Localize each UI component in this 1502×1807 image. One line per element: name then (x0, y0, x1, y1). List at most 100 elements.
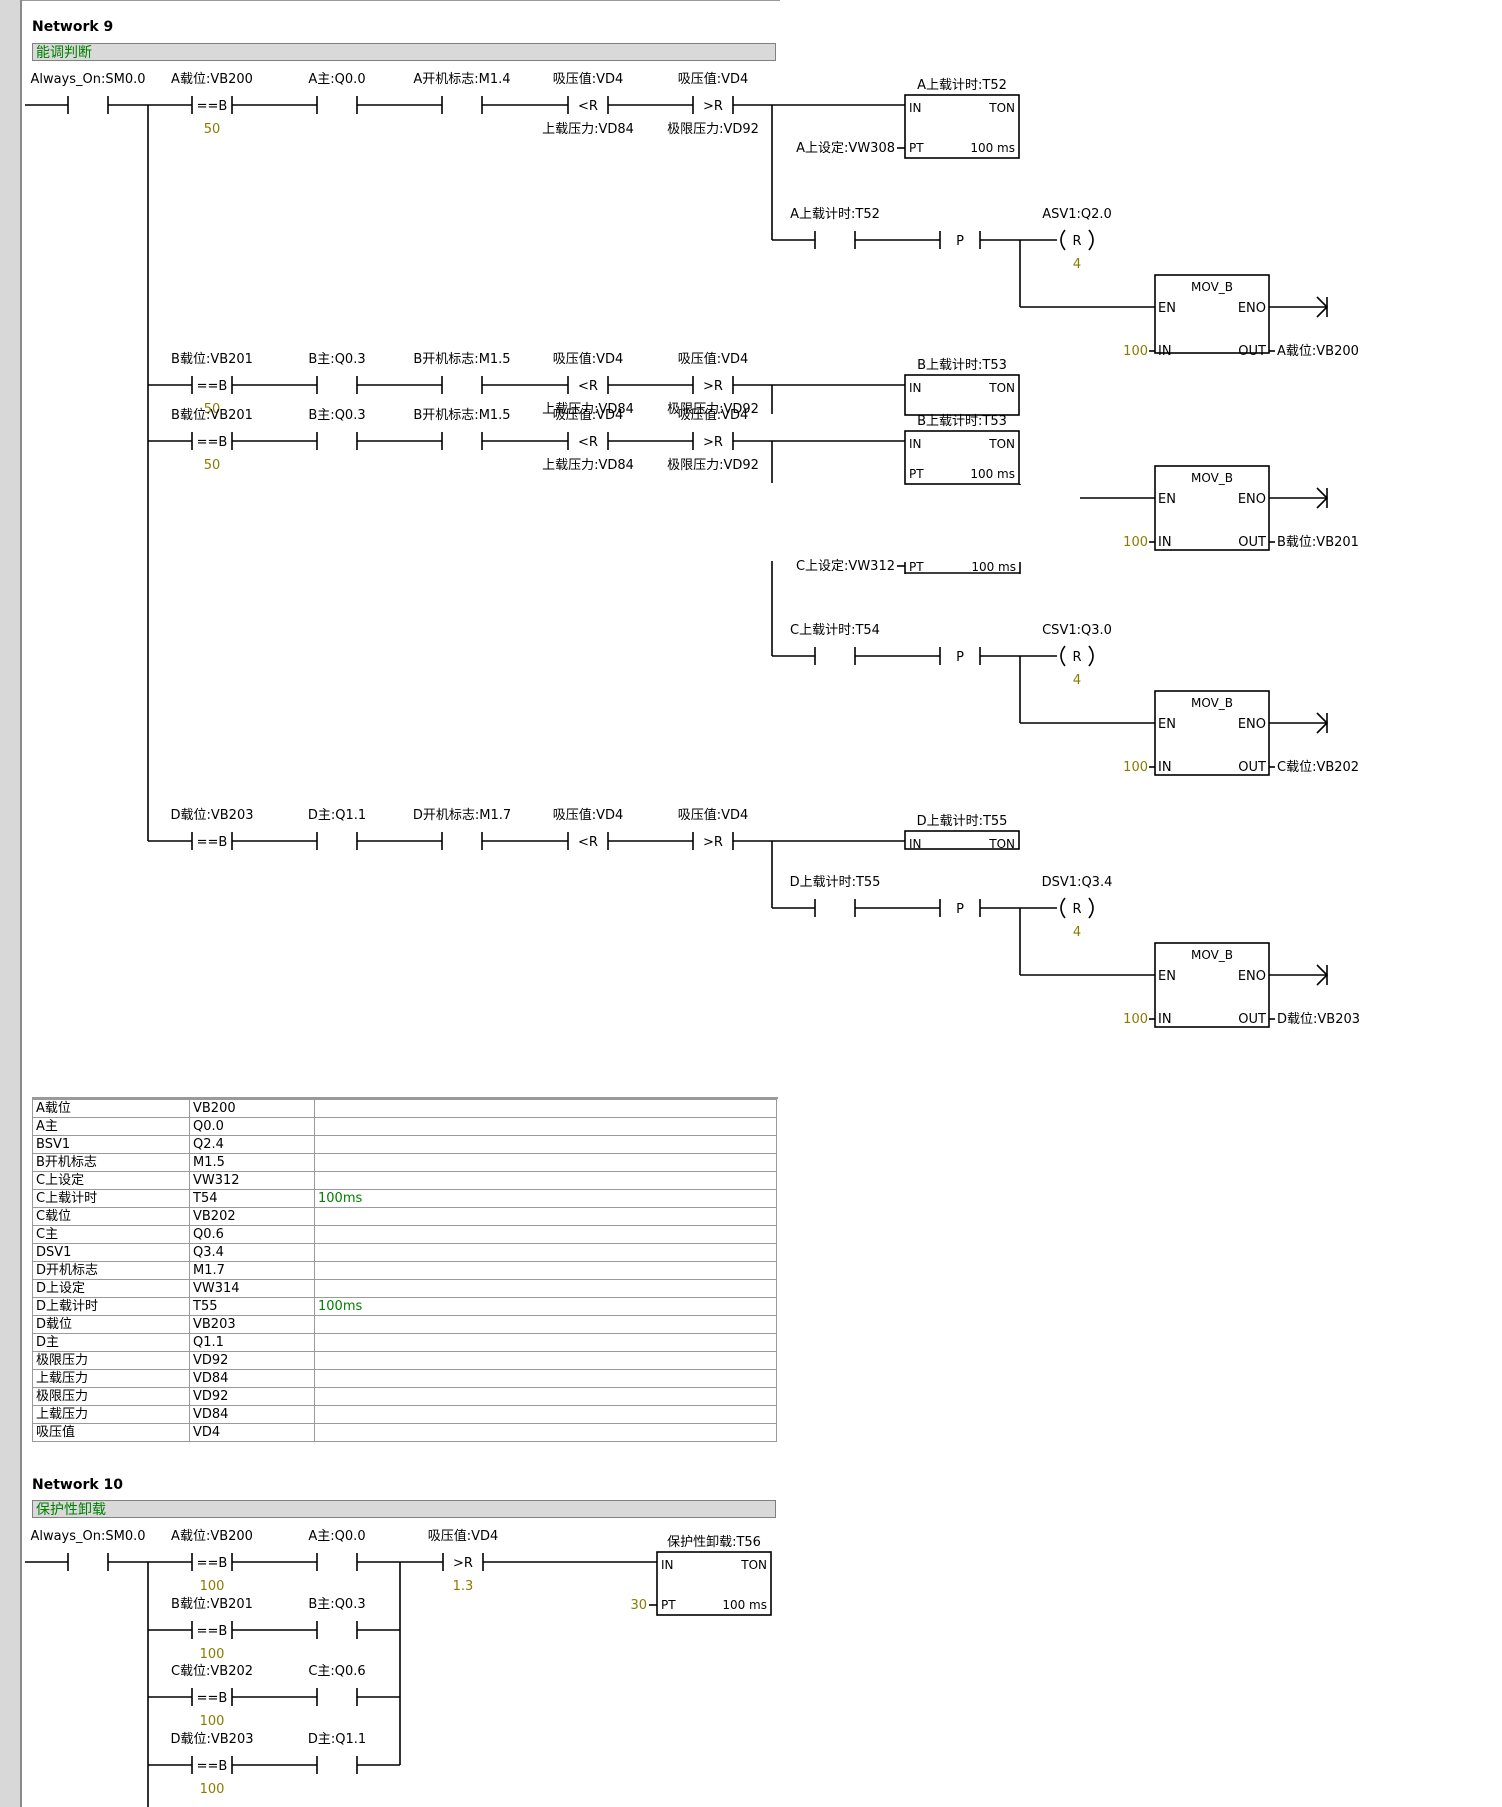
n10-row2-main-contact-label[interactable]: C主:Q0.6 (308, 1664, 365, 1679)
coil-csv1-count[interactable]: 4 (1073, 673, 1081, 688)
network9-title[interactable]: Network 9 (32, 19, 114, 35)
coil-csv1-address[interactable]: CSV1:Q3.0 (1042, 623, 1112, 638)
rowA-gt-compare-bottom-label[interactable]: 极限压力:VD92 (667, 122, 759, 137)
timer-b1-box[interactable] (904, 374, 1020, 416)
timer-c-contact-label[interactable]: C上载计时:T54 (790, 623, 880, 638)
coil-dsv1-address[interactable]: DSV1:Q3.4 (1042, 875, 1113, 890)
rowB2-lt-compare-operator[interactable]: <R (578, 435, 598, 450)
symbol-comment-cell[interactable] (314, 1423, 777, 1442)
timer-protect-name[interactable]: 保护性卸载:T56 (667, 1534, 761, 1550)
n10-row0-compare-operator[interactable]: ==B (197, 1556, 228, 1571)
rowB1-flag-contact-label[interactable]: B开机标志:M1.5 (413, 352, 510, 367)
mov-d-out-value[interactable]: D载位:VB203 (1277, 1012, 1360, 1027)
mov-b-out-value[interactable]: B载位:VB201 (1277, 535, 1359, 550)
symbol-name-cell[interactable]: 吸压值 (32, 1423, 190, 1442)
rowA-compare-bottom-label[interactable]: 50 (204, 122, 221, 137)
rowD-lt-compare-operator[interactable]: <R (578, 835, 598, 850)
n10-row2-compare-top-label[interactable]: C载位:VB202 (171, 1664, 253, 1679)
timer-d-name[interactable]: D上载计时:T55 (917, 814, 1008, 829)
always-on-contact-label[interactable]: Always_On:SM0.0 (30, 72, 145, 87)
rowB1-lt-compare-top-label[interactable]: 吸压值:VD4 (553, 351, 624, 367)
n10-row2-compare-bottom-label[interactable]: 100 (200, 1714, 225, 1729)
n10-row1-main-contact-label[interactable]: B主:Q0.3 (308, 1597, 365, 1612)
symbol-address-cell[interactable]: VB203 (189, 1315, 315, 1334)
rowA-lt-compare-operator[interactable]: <R (578, 99, 598, 114)
timer-a-pt-value[interactable]: A上设定:VW308 (796, 141, 895, 156)
timer-protect-pt-value[interactable]: 30 (630, 1598, 647, 1613)
rowD-main-contact-label[interactable]: D主:Q1.1 (308, 808, 366, 823)
timer-d-contact-label[interactable]: D上载计时:T55 (790, 875, 881, 890)
symbol-name-cell[interactable]: D载位 (32, 1315, 190, 1334)
timer-a-contact-label[interactable]: A上载计时:T52 (790, 207, 880, 222)
rowB1-lt-compare-bottom-label[interactable]: 上载压力:VD84 (542, 402, 634, 417)
n10-row1-compare-bottom-label[interactable]: 100 (200, 1647, 225, 1662)
mov-b-in-value[interactable]: 100 (1123, 535, 1148, 550)
rowA-gt-compare-operator[interactable]: >R (703, 99, 723, 114)
symbol-name-cell[interactable]: 上载压力 (32, 1405, 190, 1424)
rowB2-lt-compare-top-label[interactable]: 吸压值:VD4 (553, 407, 624, 423)
rowA-flag-contact-label[interactable]: A开机标志:M1.4 (413, 72, 510, 87)
rowB2-compare-operator[interactable]: ==B (197, 435, 228, 450)
coil-dsv1-count[interactable]: 4 (1073, 925, 1081, 940)
rowA-main-contact-label[interactable]: A主:Q0.0 (308, 72, 365, 87)
rowB1-compare-top-label[interactable]: B载位:VB201 (171, 352, 253, 367)
symbol-address-cell[interactable]: VW314 (189, 1279, 315, 1298)
rowB2-compare-bottom-label[interactable]: 50 (204, 458, 221, 473)
pos-edge-d-p-label[interactable]: P (956, 902, 964, 917)
coil-asv1-op[interactable]: R (1072, 234, 1081, 249)
network9-comment[interactable]: 能调判断 (32, 43, 776, 61)
symbol-address-cell[interactable]: M1.7 (189, 1261, 315, 1280)
symbol-address-cell[interactable]: VD4 (189, 1423, 315, 1442)
rowA-gt-compare-top-label[interactable]: 吸压值:VD4 (678, 71, 749, 87)
rowB2-gt-compare-top-label[interactable]: 吸压值:VD4 (678, 407, 749, 423)
rowB2-lt-compare-bottom-label[interactable]: 上载压力:VD84 (542, 458, 634, 473)
timer-a-box[interactable] (904, 94, 1020, 159)
n10-row0-main-contact-label[interactable]: A主:Q0.0 (308, 1529, 365, 1544)
n10-row0-compare-top-label[interactable]: A载位:VB200 (171, 1529, 253, 1544)
rowA-lt-compare-top-label[interactable]: 吸压值:VD4 (553, 71, 624, 87)
rowB1-compare-operator[interactable]: ==B (197, 379, 228, 394)
rowA-compare-top-label[interactable]: A载位:VB200 (171, 72, 253, 87)
rowD-gt-compare-operator[interactable]: >R (703, 835, 723, 850)
n10-row3-compare-bottom-label[interactable]: 100 (200, 1782, 225, 1797)
rowB1-gt-compare-bottom-label[interactable]: 极限压力:VD92 (667, 402, 759, 417)
network10-comment[interactable]: 保护性卸载 (32, 1500, 776, 1518)
rowB1-lt-compare-operator[interactable]: <R (578, 379, 598, 394)
rowD-compare-operator[interactable]: ==B (197, 835, 228, 850)
mov-c-in-value[interactable]: 100 (1123, 760, 1148, 775)
symbol-name-cell[interactable]: DSV1 (32, 1243, 190, 1262)
n10-row1-compare-top-label[interactable]: B载位:VB201 (171, 1597, 253, 1612)
rowB2-gt-compare-bottom-label[interactable]: 极限压力:VD92 (667, 458, 759, 473)
n10-gt-compare-bottom-label[interactable]: 1.3 (453, 1579, 474, 1594)
symbol-name-cell[interactable]: 极限压力 (32, 1387, 190, 1406)
rowB1-gt-compare-operator[interactable]: >R (703, 379, 723, 394)
mov-b-box[interactable] (1154, 465, 1270, 551)
pos-edge-a-p-label[interactable]: P (956, 234, 964, 249)
coil-csv1-op[interactable]: R (1072, 650, 1081, 665)
timer-protect-box[interactable] (656, 1551, 772, 1616)
rowB1-main-contact-label[interactable]: B主:Q0.3 (308, 352, 365, 367)
symbol-name-cell[interactable]: C载位 (32, 1207, 190, 1226)
mov-a-in-value[interactable]: 100 (1123, 344, 1148, 359)
symbol-address-cell[interactable]: T54 (189, 1189, 315, 1208)
rowD-flag-contact-label[interactable]: D开机标志:M1.7 (413, 808, 511, 823)
n10-row1-compare-operator[interactable]: ==B (197, 1624, 228, 1639)
n10-row0-compare-bottom-label[interactable]: 100 (200, 1579, 225, 1594)
mov-d-in-value[interactable]: 100 (1123, 1012, 1148, 1027)
mov-c-out-value[interactable]: C载位:VB202 (1277, 760, 1359, 775)
timer-c-pt-value[interactable]: C上设定:VW312 (796, 559, 895, 574)
coil-asv1-address[interactable]: ASV1:Q2.0 (1042, 207, 1112, 222)
coil-asv1-count[interactable]: 4 (1073, 257, 1081, 272)
mov-d-box[interactable] (1154, 942, 1270, 1028)
symbol-address-cell[interactable]: VD84 (189, 1369, 315, 1388)
rowA-lt-compare-bottom-label[interactable]: 上载压力:VD84 (542, 122, 634, 137)
